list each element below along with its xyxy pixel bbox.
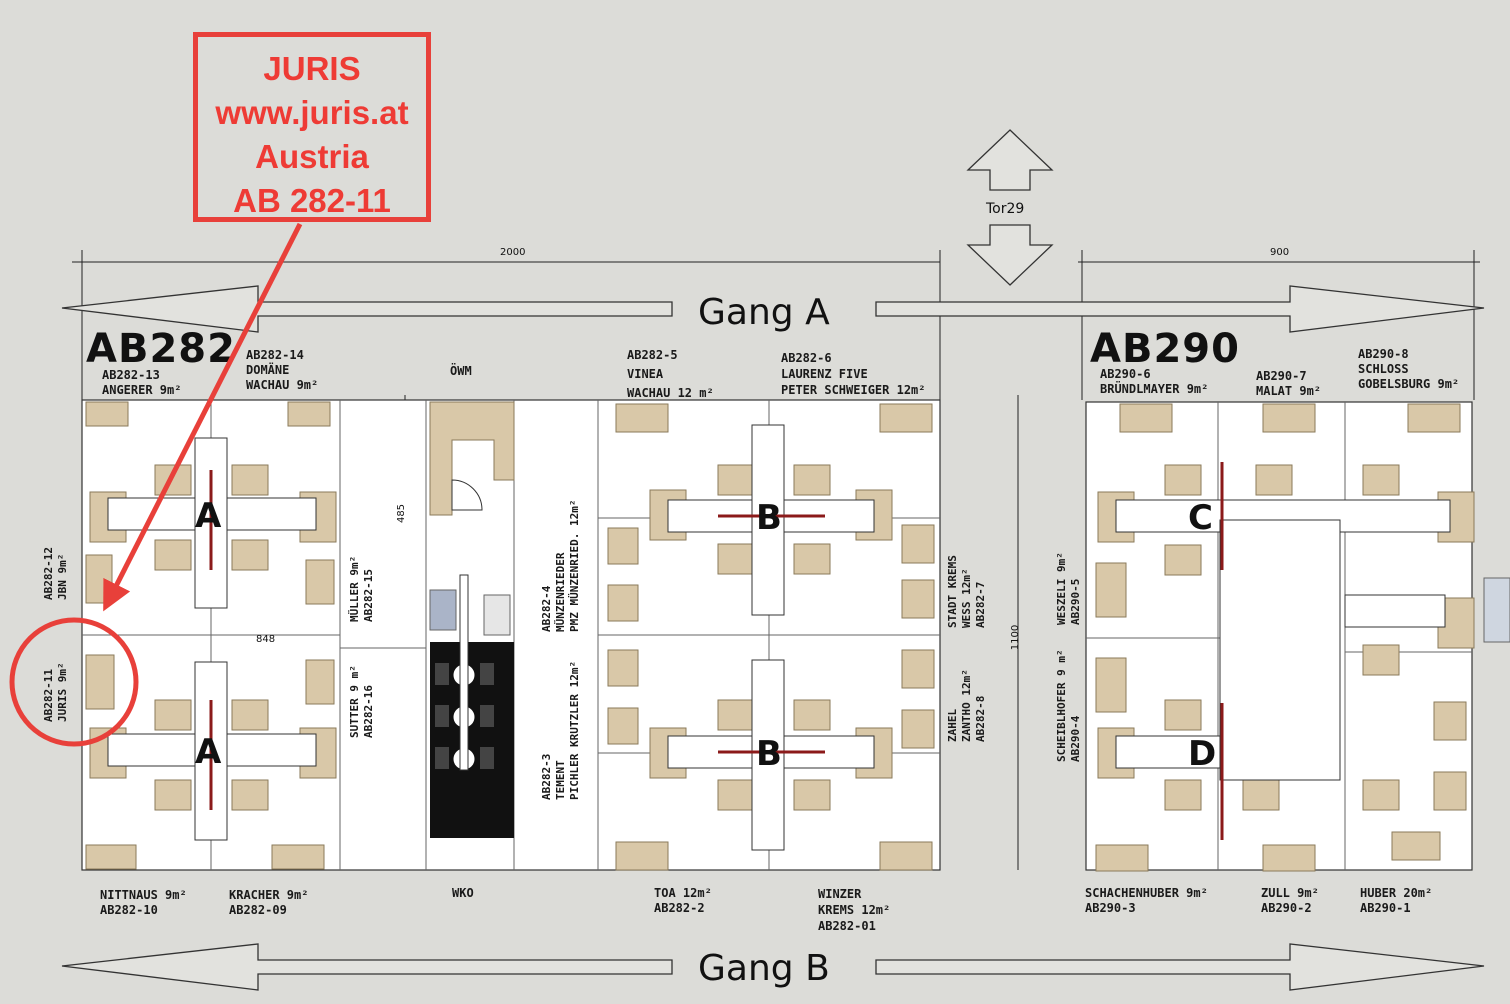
desk-label-b1: B: [756, 498, 782, 538]
hall-title-ab290: AB290: [1090, 326, 1240, 372]
aisle-gang-a: Gang A: [698, 292, 830, 333]
callout-line-3: Austria: [255, 138, 369, 175]
callout-line-4: AB 282-11: [233, 182, 391, 219]
desk-label-b2: B: [756, 734, 782, 774]
gate-label: Tor29: [986, 201, 1025, 217]
callout-line-1: JURIS: [263, 50, 361, 87]
highlight-circle: [9, 617, 139, 747]
dim-inner-width: 848: [256, 634, 276, 645]
pointer-arrow: [103, 222, 303, 612]
desk-label-d: D: [1188, 734, 1217, 774]
juris-callout: JURIS www.juris.at Austria AB 282-11: [193, 32, 431, 222]
hall-title-ab282: AB282: [86, 326, 236, 372]
desk-label-a1: A: [195, 496, 222, 536]
dim-top-left: 2000: [500, 247, 526, 258]
desk-label-c: C: [1188, 498, 1213, 538]
desk-label-a2: A: [195, 732, 222, 772]
callout-line-2: www.juris.at: [215, 94, 409, 131]
aisle-gang-b: Gang B: [698, 948, 830, 989]
dim-top-right: 900: [1270, 247, 1290, 258]
booth-owm[interactable]: ÖWM: [450, 364, 472, 378]
booth-wko[interactable]: WKO: [452, 886, 474, 900]
